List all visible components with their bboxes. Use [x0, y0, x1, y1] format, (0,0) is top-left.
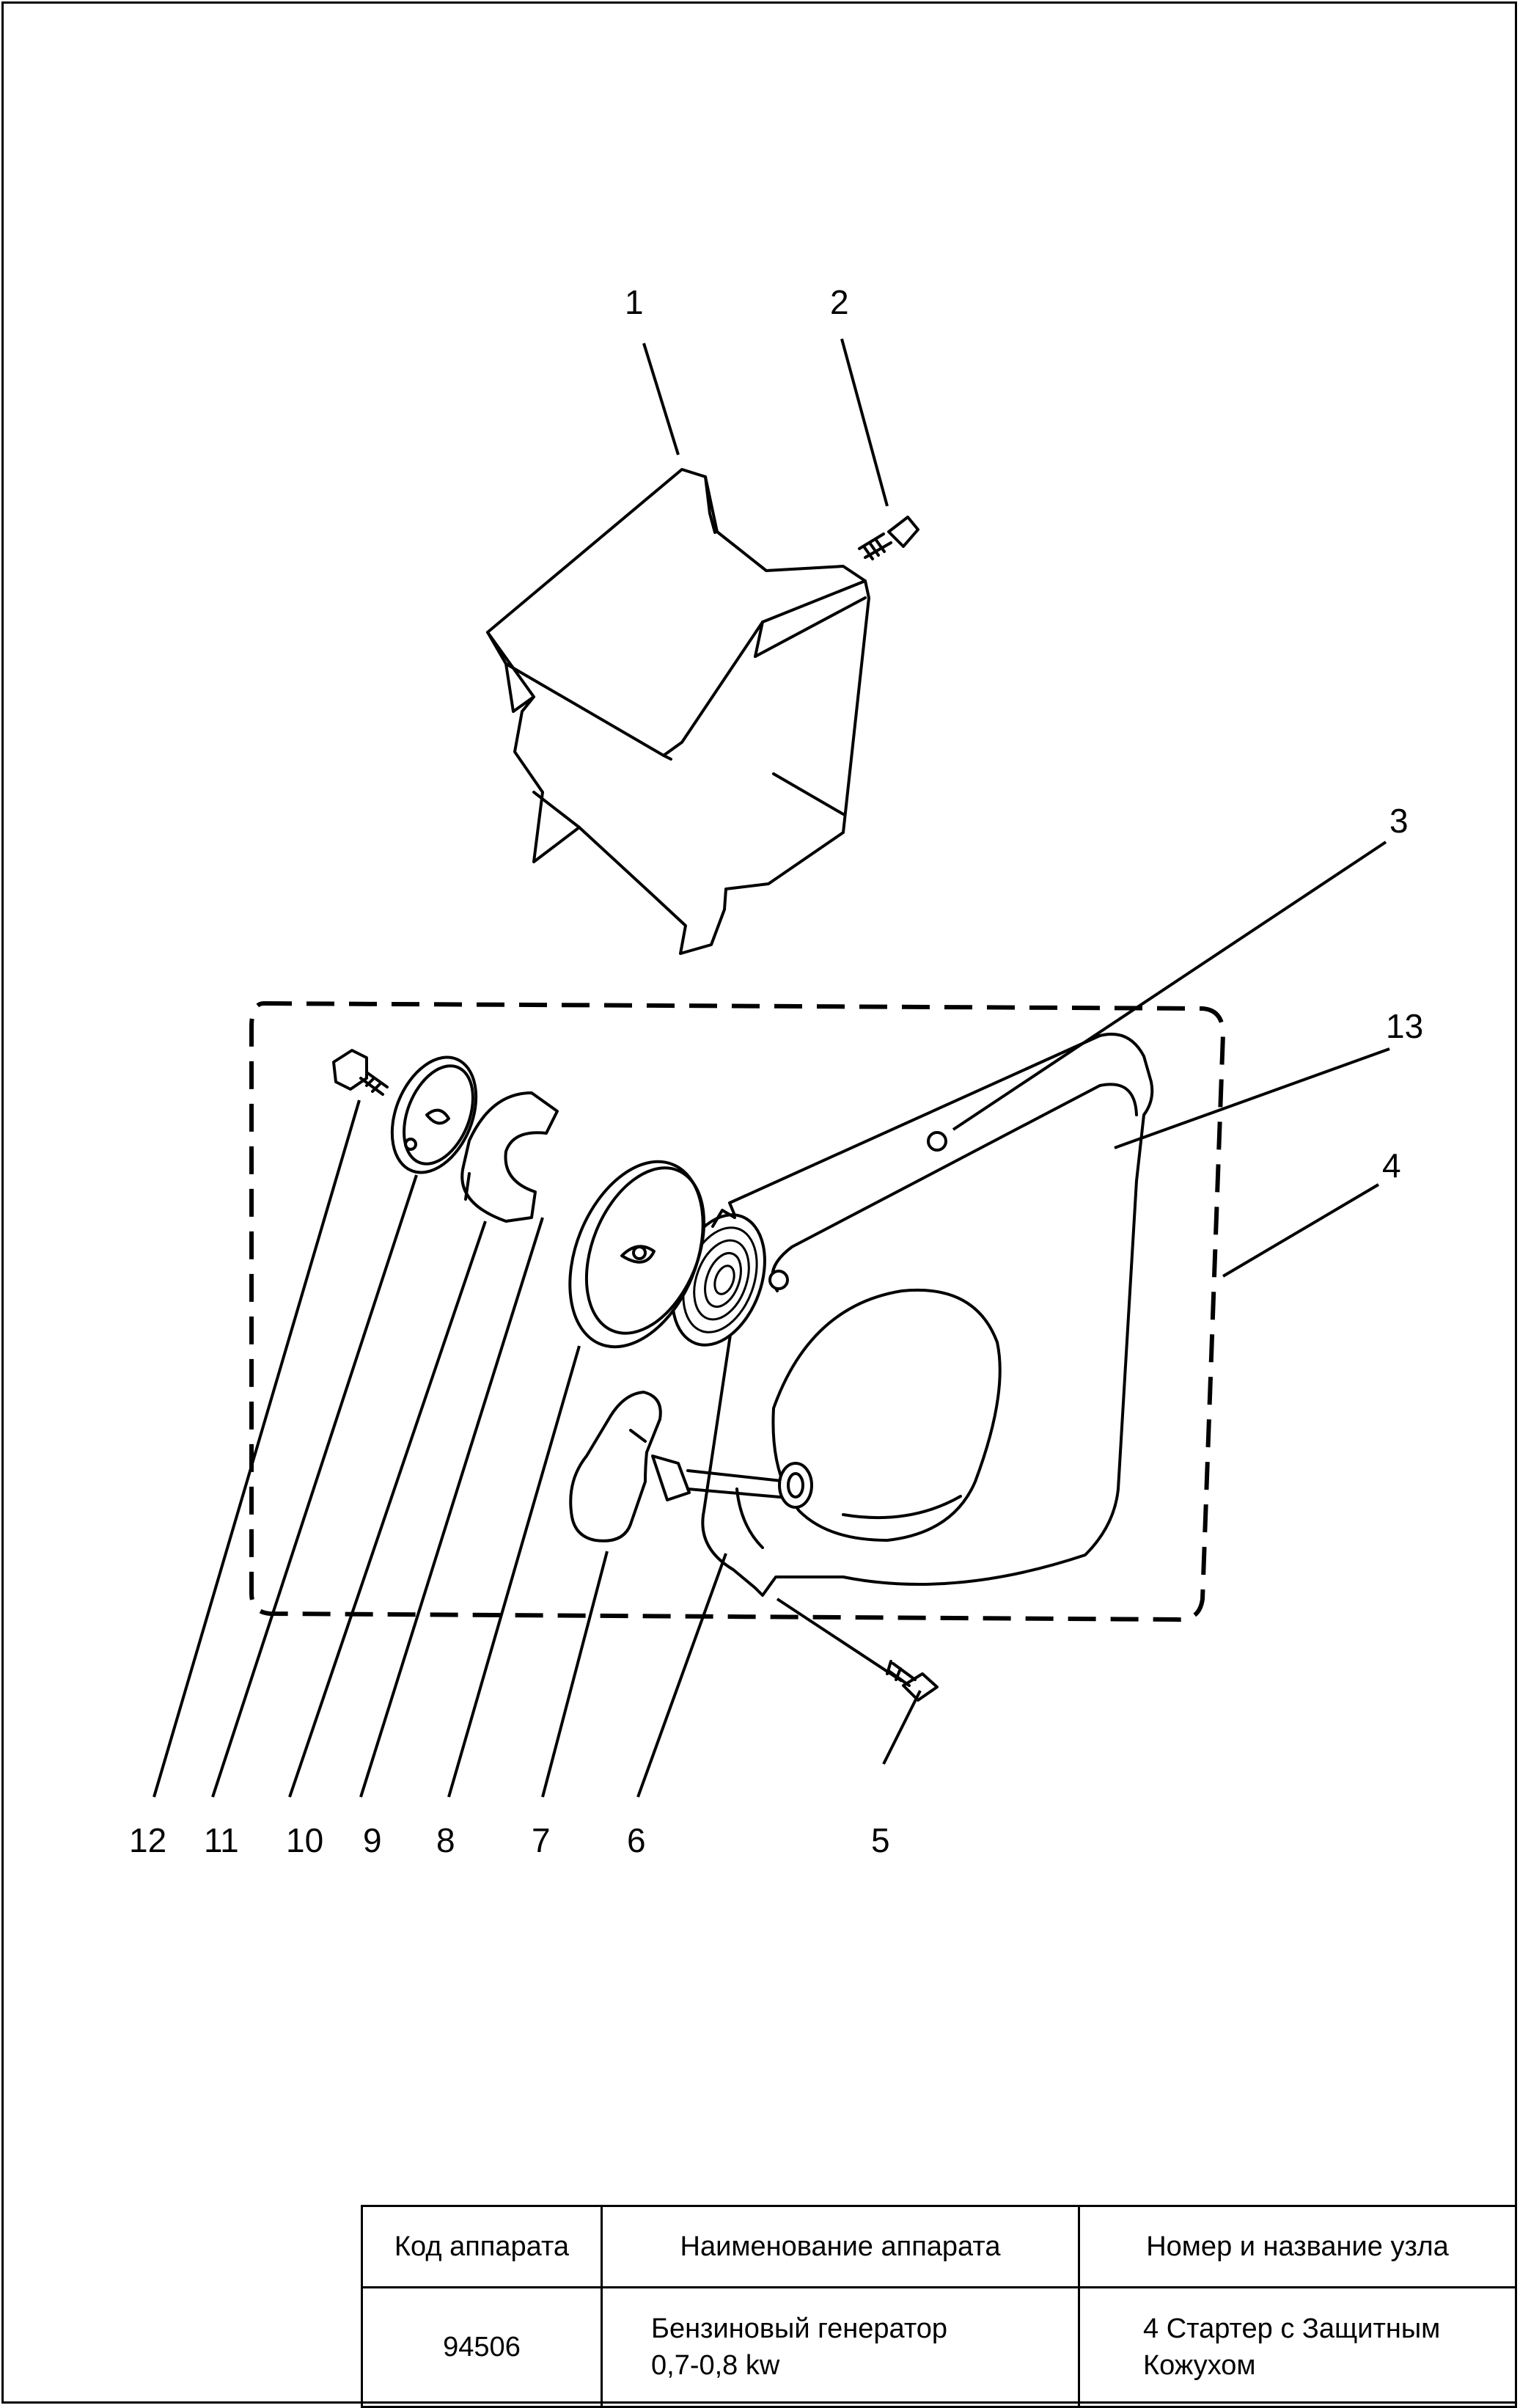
callout-3: 3 [1389, 802, 1409, 840]
callout-11: 11 [204, 1821, 239, 1859]
device-name-line-2: 0,7-0,8 kw [651, 2350, 780, 2381]
callout-5: 5 [871, 1821, 890, 1859]
callout-10: 10 [286, 1821, 323, 1859]
assembly-4-dashed-boundary [249, 1000, 1226, 1622]
part-10-ratchet-pawl [460, 1091, 559, 1223]
device-name-line-1: Бензиновый генератор [651, 2313, 948, 2344]
callout-7: 7 [532, 1821, 551, 1859]
callout-6: 6 [627, 1821, 646, 1859]
value-device-name: Бензиновый генератор 0,7-0,8 kw [601, 2286, 1080, 2408]
value-device-code: 94506 [361, 2286, 603, 2408]
callout-2: 2 [830, 283, 849, 321]
header-device-code: Код аппарата [361, 2205, 603, 2288]
exploded-parts-drawing: 1 2 3 13 4 12 11 10 9 8 7 6 5 [129, 283, 1423, 1859]
callout-1: 1 [625, 283, 644, 321]
assembly-name-line-1: 4 Стартер с Защитным [1143, 2313, 1441, 2344]
leader-lines [153, 338, 1390, 1798]
header-assembly-name: Номер и название узла [1078, 2205, 1517, 2288]
title-block-header-row: Код аппарата Наименование аппарата Номер… [361, 2205, 1517, 2288]
part-2-screw [858, 516, 919, 560]
part-1-cover [486, 468, 870, 955]
part-9-pulley [568, 1160, 706, 1349]
header-device-name: Наименование аппарата [601, 2205, 1080, 2288]
callout-numbers: 1 2 3 13 4 12 11 10 9 8 7 6 5 [129, 283, 1423, 1859]
callout-13: 13 [1386, 1007, 1423, 1045]
callout-12: 12 [129, 1821, 166, 1859]
part-7-starter-handle [569, 1391, 813, 1542]
title-block-value-row: 94506 Бензиновый генератор 0,7-0,8 kw 4 … [361, 2286, 1517, 2408]
part-11-friction-plate [390, 1055, 478, 1174]
title-block: Код аппарата Наименование аппарата Номер… [361, 2205, 1517, 2408]
part-5-screw [886, 1660, 939, 1702]
assembly-name-line-2: Кожухом [1143, 2350, 1256, 2381]
part-13-starter-housing [701, 1032, 1154, 1597]
value-assembly-name: 4 Стартер с Защитным Кожухом [1078, 2286, 1517, 2408]
callout-8: 8 [436, 1821, 455, 1859]
callout-9: 9 [363, 1821, 382, 1859]
part-12-bolt [332, 1049, 389, 1096]
callout-4: 4 [1382, 1146, 1401, 1185]
